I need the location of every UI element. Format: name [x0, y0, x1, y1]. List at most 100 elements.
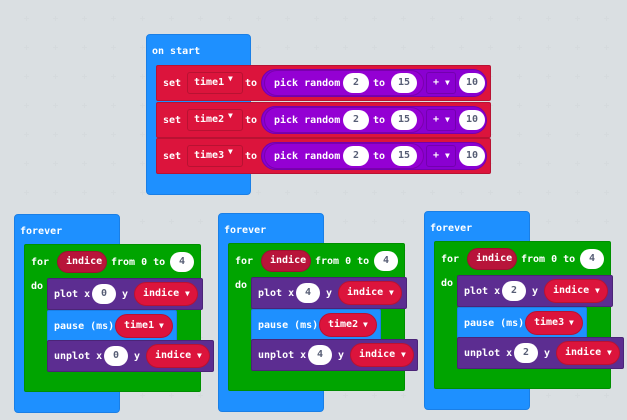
plot-y-dropdown[interactable]: indice▼ [544, 279, 608, 303]
unplot-x-input[interactable]: 0 [104, 346, 128, 366]
grid-cross [140, 103, 145, 108]
from-label: from 0 to [521, 254, 576, 265]
variable-dropdown[interactable]: time1▼ [187, 72, 243, 94]
random-min-input[interactable]: 2 [343, 73, 369, 93]
grid-cross [82, 74, 87, 79]
grid-cross [24, 16, 29, 21]
dropdown-arrow-icon: ▼ [389, 288, 394, 297]
grid-cross [24, 190, 29, 195]
grid-cross [111, 74, 116, 79]
dropdown-arrow-icon: ▼ [401, 350, 406, 359]
loop-variable-name: indice [66, 256, 103, 267]
grid-cross [372, 45, 377, 50]
pause-block[interactable]: pause (ms)time1▼ [47, 310, 177, 342]
grid-cross [575, 74, 580, 79]
loop-end-input[interactable]: 4 [580, 249, 604, 269]
addend-input[interactable]: 10 [459, 110, 485, 130]
grid-cross [343, 45, 348, 50]
plot-y-label: y [122, 289, 129, 300]
unplot-y-dropdown[interactable]: indice▼ [350, 343, 414, 367]
loop-end-input[interactable]: 4 [170, 252, 194, 272]
pick-random-label: pick random [274, 151, 341, 162]
loop-variable[interactable]: indice [261, 250, 311, 272]
grid-cross [401, 16, 406, 21]
grid-cross [604, 219, 609, 224]
addend-input[interactable]: 10 [459, 146, 485, 166]
dropdown-arrow-icon: ▼ [363, 320, 368, 329]
unplot-x-input[interactable]: 2 [514, 343, 538, 363]
plot-y-dropdown[interactable]: indice ▼ [134, 282, 198, 306]
grid-cross [430, 45, 435, 50]
pause-variable-dropdown[interactable]: time3▼ [525, 311, 583, 335]
operator-dropdown[interactable]: +▼ [426, 145, 456, 167]
plot-y-dropdown[interactable]: indice▼ [338, 281, 402, 305]
unplot-y-variable: indice [155, 350, 192, 361]
dropdown-arrow-icon: ▼ [159, 321, 164, 330]
unplot-label: unplot x [258, 350, 307, 361]
plot-x-input[interactable]: 0 [92, 284, 116, 304]
grid-cross [24, 45, 29, 50]
loop-variable[interactable]: indice [467, 248, 517, 270]
plot-x-input[interactable]: 2 [502, 281, 526, 301]
grid-cross [198, 393, 203, 398]
random-max-input[interactable]: 15 [391, 110, 417, 130]
grid-cross [82, 132, 87, 137]
pause-variable-dropdown[interactable]: time2▼ [319, 313, 377, 337]
plot-label: plot x [258, 288, 295, 299]
pause-block[interactable]: pause (ms)time3▼ [457, 307, 587, 339]
do-label: do [31, 281, 44, 292]
plot-y-variable: indice [143, 288, 180, 299]
dropdown-arrow-icon: ▼ [569, 318, 574, 327]
operator-dropdown[interactable]: +▼ [426, 109, 456, 131]
pause-variable-dropdown[interactable]: time1▼ [115, 314, 173, 338]
unplot-y-dropdown[interactable]: indice▼ [146, 344, 210, 368]
addend-input[interactable]: 10 [459, 73, 485, 93]
unplot-label: unplot x [54, 351, 103, 362]
loop-end-input[interactable]: 4 [374, 251, 398, 271]
dropdown-arrow-icon: ▼ [445, 78, 450, 87]
random-min-input[interactable]: 2 [343, 146, 369, 166]
unplot-x-input[interactable]: 4 [308, 345, 332, 365]
plot-label: plot x [54, 289, 91, 300]
unplot-y-dropdown[interactable]: indice▼ [556, 341, 620, 365]
loop-variable[interactable]: indice [57, 251, 107, 273]
grid-cross [256, 16, 261, 21]
dropdown-arrow-icon: ▼ [445, 151, 450, 160]
variable-dropdown[interactable]: time3▼ [187, 145, 243, 167]
grid-cross [401, 190, 406, 195]
grid-cross [140, 393, 145, 398]
plot-label: plot x [464, 286, 501, 297]
variable-dropdown[interactable]: time2▼ [187, 109, 243, 131]
grid-cross [517, 74, 522, 79]
grid-cross [343, 16, 348, 21]
grid-cross [82, 16, 87, 21]
random-min-input[interactable]: 2 [343, 110, 369, 130]
grid-cross [169, 16, 174, 21]
grid-cross [343, 393, 348, 398]
for-label: for [441, 254, 460, 265]
dropdown-arrow-icon: ▼ [185, 289, 190, 298]
grid-cross [604, 103, 609, 108]
random-max-input[interactable]: 15 [391, 73, 417, 93]
random-max-input[interactable]: 15 [391, 146, 417, 166]
operator-dropdown[interactable]: +▼ [426, 72, 456, 94]
pause-block[interactable]: pause (ms)time2▼ [251, 309, 381, 341]
from-label: from 0 to [111, 257, 166, 268]
plot-x-input[interactable]: 4 [296, 283, 320, 303]
pause-label: pause (ms) [54, 321, 115, 332]
